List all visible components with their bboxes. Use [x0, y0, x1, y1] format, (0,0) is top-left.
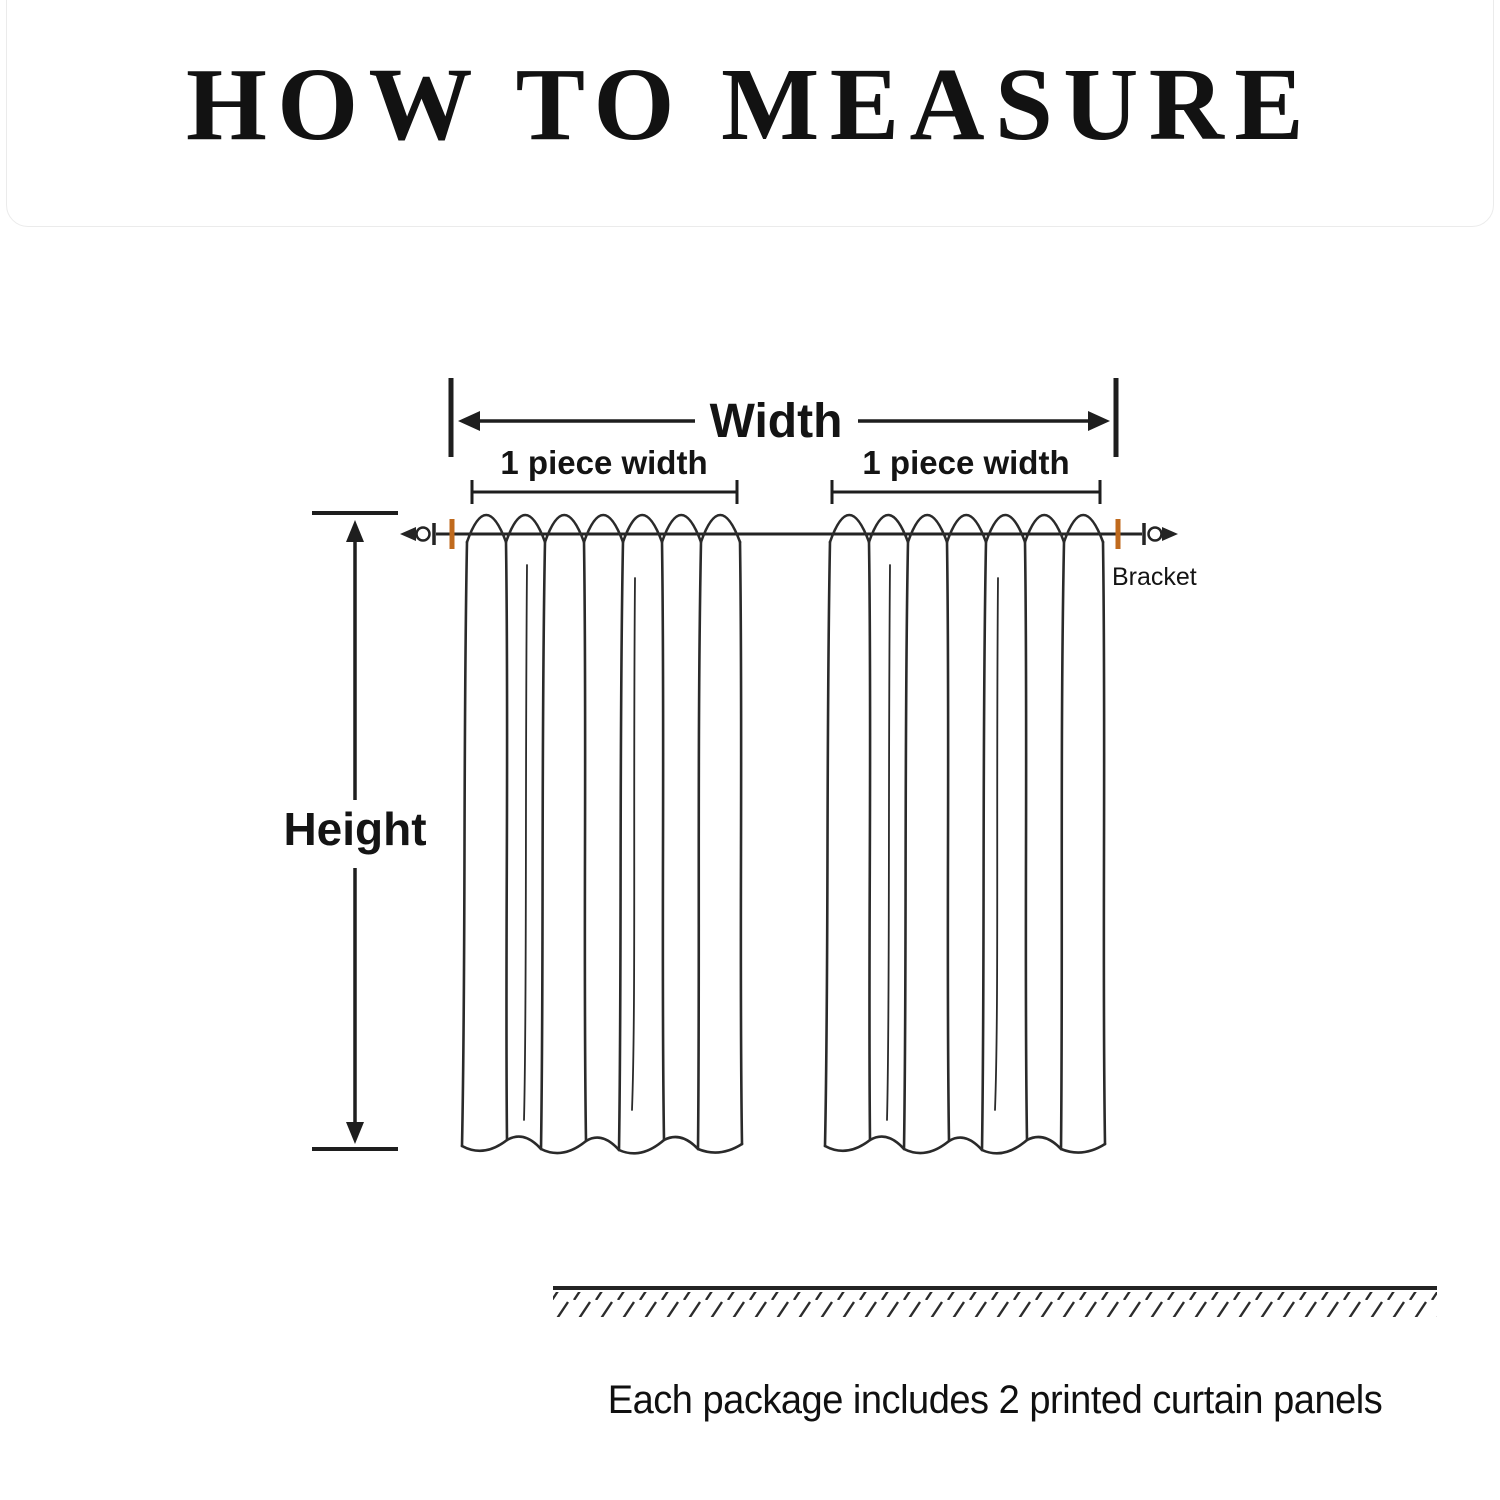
title-card	[6, 0, 1494, 227]
curtain-fold-detail	[994, 577, 999, 1111]
curtain-fold-line	[539, 540, 547, 1151]
curtain-fold-line	[867, 540, 872, 1142]
height-measurement	[312, 511, 398, 1151]
package-note: Each package includes 2 printed curtain …	[607, 1378, 1383, 1422]
curtain-panel-left	[460, 513, 744, 1155]
arrowhead-down-icon	[346, 1122, 364, 1144]
curtain-fold-line	[902, 540, 910, 1151]
curtain-fold-line	[1101, 540, 1107, 1146]
piece-width-right-label: 1 piece width	[862, 444, 1069, 481]
curtain-fold-detail	[886, 564, 891, 1121]
piece-width-left-measurement	[470, 480, 739, 504]
finial-left	[400, 523, 436, 545]
arrowhead-up-icon	[346, 520, 364, 542]
curtain-fold-line	[1023, 540, 1029, 1142]
curtain-rod	[400, 523, 1178, 545]
curtain-fold-line	[504, 540, 509, 1142]
curtain-fold-line	[945, 540, 951, 1143]
curtain-fold-line	[1059, 540, 1066, 1151]
width-measurement	[448, 378, 1119, 457]
curtain-hem	[823, 1135, 1107, 1155]
curtain-fold-line	[980, 540, 988, 1152]
page-title: HOW TO MEASURE	[185, 47, 1315, 162]
curtain-fold-line	[738, 540, 744, 1146]
bracket-label: Bracket	[1112, 563, 1197, 591]
curtain-fold-detail	[523, 564, 528, 1121]
curtain-hem	[460, 1135, 744, 1155]
curtain-fold-line	[660, 540, 666, 1142]
curtain-fold-line	[823, 540, 832, 1148]
curtain-fold-line	[582, 540, 588, 1143]
finial-right	[1142, 523, 1178, 545]
piece-width-right-measurement	[830, 480, 1102, 504]
arrowhead-right-icon	[1088, 411, 1110, 431]
curtain-fold-detail	[631, 577, 636, 1111]
curtain-fold-line	[617, 540, 625, 1152]
piece-width-left-label: 1 piece width	[500, 444, 707, 481]
width-label: Width	[710, 395, 843, 448]
curtain-fold-line	[460, 540, 469, 1148]
floor	[553, 1286, 1437, 1317]
curtain-top-loops	[465, 513, 742, 546]
curtain-top-loops	[828, 513, 1105, 546]
floor-hatching	[553, 1292, 1437, 1317]
height-label: Height	[283, 803, 426, 855]
arrowhead-left-icon	[458, 411, 480, 431]
curtain-fold-line	[696, 540, 703, 1151]
curtain-panel-right	[823, 513, 1107, 1155]
